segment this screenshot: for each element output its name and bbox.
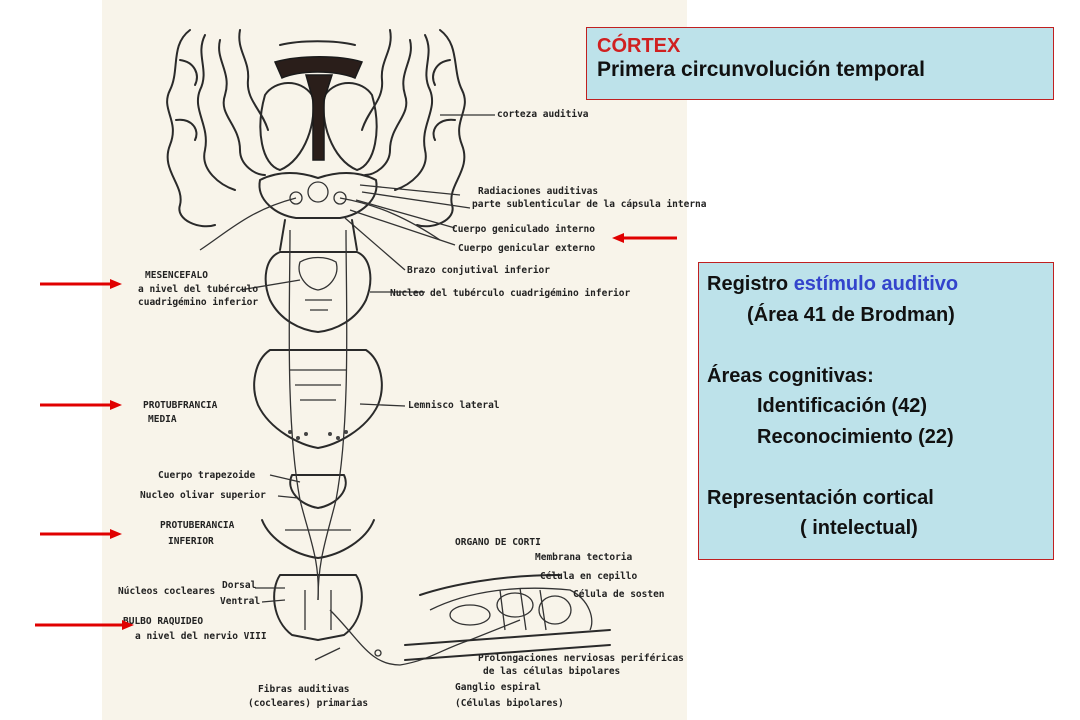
info-line-areas-cognitivas: Áreas cognitivas:: [707, 364, 874, 387]
label-leaders: [239, 114, 495, 661]
label-radiaciones-2: parte sublenticular de la cápsula intern…: [472, 199, 707, 210]
label-geniculado-interno: Cuerpo geniculado interno: [452, 224, 595, 235]
label-prolongaciones-2: de las células bipolares: [483, 666, 620, 677]
label-mesencefalo-2: a nivel del tubérculo: [138, 284, 258, 295]
label-ventral: Ventral: [220, 596, 260, 607]
label-ganglio-espiral: Ganglio espiral: [455, 682, 541, 693]
label-lemnisco: Lemnisco lateral: [408, 400, 500, 411]
label-geniculado-externo: Cuerpo genicular externo: [458, 243, 596, 254]
registro-text: Registro: [707, 273, 789, 295]
estimulo-auditivo-text: estímulo auditivo: [793, 273, 959, 295]
label-radiaciones-1: Radiaciones auditivas: [478, 186, 598, 197]
info-line-registro: Registro estímulo auditivo: [707, 269, 1045, 300]
info-line-area-41: (Área 41 de Brodman): [747, 303, 955, 326]
auditory-functions-callout: Registro estímulo auditivo (Área 41 de B…: [698, 262, 1054, 560]
label-mesencefalo: MESENCEFALO: [145, 270, 208, 281]
label-dorsal: Dorsal: [222, 580, 257, 591]
cortex-heading: CÓRTEX: [597, 35, 681, 57]
arrow-protuberancia-media: [40, 400, 122, 410]
label-nucleo-olivar: Nucleo olivar superior: [140, 490, 266, 501]
label-fibras-auditivas-2: (cocleares) primarias: [248, 698, 368, 709]
cortex-subtitle: Primera circunvolución temporal: [597, 58, 925, 81]
diagram-sheet: [102, 0, 687, 720]
red-arrows: [35, 233, 677, 630]
cortex-callout: CÓRTEX Primera circunvolución temporal: [586, 27, 1054, 100]
label-celula-sosten: Célula de sosten: [573, 589, 665, 600]
label-brazo: Brazo conjutival inferior: [407, 265, 550, 276]
arrow-mesencefalo: [40, 279, 122, 289]
info-line-representacion: Representación cortical: [707, 486, 934, 509]
info-line-spacer-2: [707, 452, 1045, 483]
label-protuberancia-inferior-2: INFERIOR: [168, 536, 214, 547]
arrow-protuberancia-inferior: [40, 529, 122, 539]
label-bulbo-raquideo-2: a nivel del nervio VIII: [135, 631, 267, 642]
label-corteza-auditiva: corteza auditiva: [497, 109, 589, 120]
label-organo-corti: ORGANO DE CORTI: [455, 537, 541, 548]
diagram-labels: corteza auditiva Radiaciones auditivas p…: [118, 109, 707, 709]
label-celula-cepillo: Célula en cepillo: [540, 571, 638, 582]
label-cuerpo-trapezoide: Cuerpo trapezoide: [158, 470, 256, 481]
label-membrana-tectoria: Membrana tectoria: [535, 552, 633, 563]
brainstem-drawing: [253, 219, 521, 666]
label-bulbo-raquideo: BULBO RAQUIDEO: [123, 616, 203, 627]
label-prolongaciones: Prolongaciones nerviosas periféricas: [478, 653, 684, 664]
label-nucleos-cocleares: Núcleos cocleares: [118, 586, 215, 597]
label-nucleo-tuberculo: Nucleo del tubérculo cuadrigémino inferi…: [390, 288, 630, 299]
label-protubfrancia-2: MEDIA: [148, 414, 177, 425]
label-mesencefalo-3: cuadrigémino inferior: [138, 297, 258, 308]
info-line-identificacion: Identificación (42): [757, 395, 928, 417]
arrow-bulbo: [35, 620, 134, 630]
organ-of-corti-drawing: [404, 574, 611, 661]
label-protuberancia-inferior: PROTUBERANCIA: [160, 520, 235, 531]
arrow-geniculado: [612, 233, 677, 243]
label-fibras-auditivas: Fibras auditivas: [258, 684, 350, 695]
info-line-spacer: [707, 330, 1045, 361]
info-line-reconocimiento: Reconocimiento (22): [757, 425, 954, 448]
cortex-drawing: [166, 29, 471, 271]
label-protubfrancia: PROTUBFRANCIA: [143, 400, 218, 411]
label-ganglio-espiral-2: (Células bipolares): [455, 698, 564, 709]
info-line-intelectual: ( intelectual): [800, 517, 918, 539]
